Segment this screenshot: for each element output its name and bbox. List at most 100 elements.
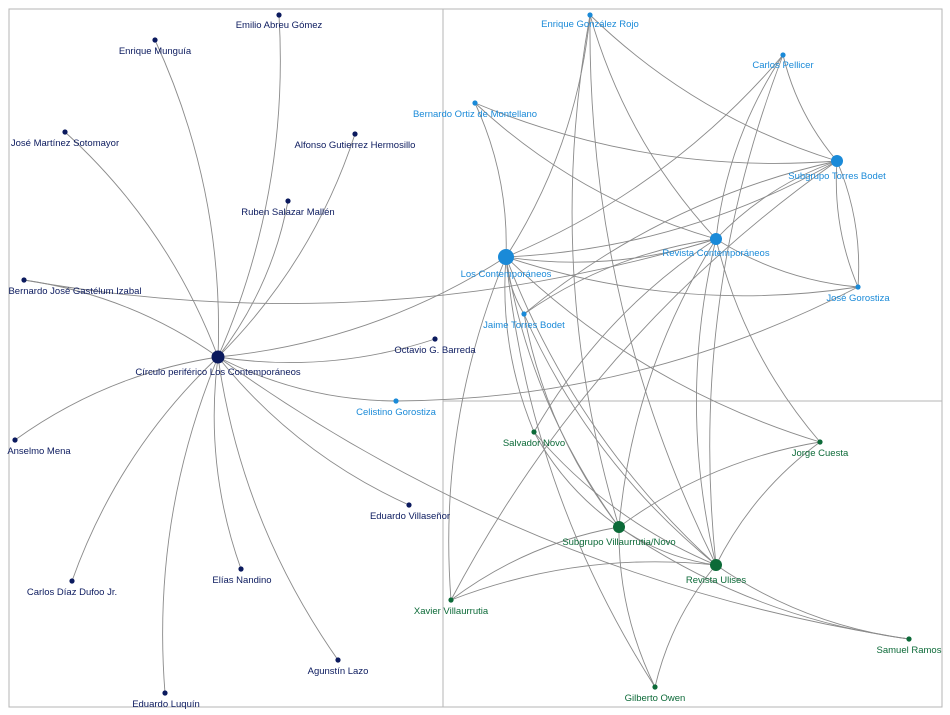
edge-circulo-ramos: [217, 356, 910, 640]
edge-revistacontemp-villaurrutianovo: [618, 238, 717, 528]
node-dot-sotomayor[interactable]: [62, 129, 68, 135]
node-dot-hermosillo[interactable]: [352, 131, 358, 137]
node-gorostiza[interactable]: José Gorostiza: [826, 284, 890, 304]
node-luquin[interactable]: Eduardo Luquín: [132, 690, 200, 710]
node-dufoo[interactable]: Carlos Díaz Dufoo Jr.: [27, 578, 117, 598]
node-xavier[interactable]: Xavier Villaurrutia: [414, 597, 489, 617]
node-ramos[interactable]: Samuel Ramos: [877, 636, 942, 656]
node-dot-cuesta[interactable]: [817, 439, 823, 445]
node-label-ramos: Samuel Ramos: [877, 645, 942, 656]
node-dot-gorostiza[interactable]: [855, 284, 861, 290]
node-label-luquin: Eduardo Luquín: [132, 699, 200, 710]
node-dot-dufoo[interactable]: [69, 578, 75, 584]
node-dot-novo[interactable]: [531, 429, 537, 435]
node-label-nandino: Elías Nandino: [212, 575, 271, 586]
node-celestino[interactable]: Celistino Gorostiza: [356, 398, 437, 418]
edge-celestino-gorostiza: [395, 286, 859, 402]
node-dot-owen[interactable]: [652, 684, 658, 690]
node-dot-nandino[interactable]: [238, 566, 244, 572]
node-torresbodetsub[interactable]: Subgrupo Torres Bodet: [788, 155, 886, 182]
node-dot-rojo[interactable]: [587, 12, 593, 18]
node-montellano[interactable]: Bernardo Ortiz de Montellano: [413, 100, 537, 120]
edge-montellano-torresbodetsub: [474, 102, 838, 164]
node-dot-pellicer[interactable]: [780, 52, 786, 58]
node-mena[interactable]: Anselmo Mena: [7, 437, 71, 457]
node-izabal[interactable]: Bernardo José Gastélum Izabal: [8, 277, 142, 297]
node-loscontemp[interactable]: Los Contemporáneos: [461, 249, 552, 280]
node-dot-ulises[interactable]: [710, 559, 722, 571]
node-ulises[interactable]: Revista Ulises: [686, 559, 746, 586]
edge-torresbodetsub-xavier: [450, 160, 838, 601]
edge-revistacontemp-ulises: [696, 238, 717, 566]
edge-izabal-revistacontemp: [23, 238, 717, 304]
edge-torresbodetsub-jaimetb: [523, 160, 838, 315]
node-dot-izabal[interactable]: [21, 277, 27, 283]
node-emilio[interactable]: Emilio Abreu Gómez: [236, 12, 323, 31]
node-label-jaimetb: Jaime Torres Bodet: [483, 320, 565, 331]
node-circulo[interactable]: Círculo periférico Los Contemporáneos: [135, 350, 301, 379]
edge-revistacontemp-gorostiza: [715, 238, 859, 288]
node-dot-montellano[interactable]: [472, 100, 478, 106]
node-pellicer[interactable]: Carlos Pellicer: [752, 52, 814, 71]
node-label-rojo: Enrique González Rojo: [541, 19, 639, 30]
node-cuesta[interactable]: Jorge Cuesta: [792, 439, 849, 459]
node-label-pellicer: Carlos Pellicer: [752, 60, 813, 71]
node-label-lazo: Agunstín Lazo: [308, 666, 369, 677]
node-revistacontemp[interactable]: Revista Contemporáneos: [662, 233, 770, 259]
edges-layer: [14, 14, 910, 694]
node-owen[interactable]: Gilberto Owen: [625, 684, 686, 704]
node-dot-villaurrutianovo[interactable]: [613, 521, 625, 533]
edge-loscontemp-cuesta: [505, 256, 821, 443]
node-dot-mena[interactable]: [12, 437, 18, 443]
node-novo[interactable]: Salvador Novo: [503, 429, 565, 449]
node-dot-barreda[interactable]: [432, 336, 438, 342]
node-dot-munguia[interactable]: [152, 37, 158, 43]
edge-circulo-celestino: [217, 356, 397, 402]
node-dot-lazo[interactable]: [335, 657, 341, 663]
node-dot-mallen[interactable]: [285, 198, 291, 204]
node-dot-jaimetb[interactable]: [521, 311, 527, 317]
node-nandino[interactable]: Elías Nandino: [212, 566, 272, 586]
node-barreda[interactable]: Octavio G. Barreda: [394, 336, 476, 356]
diagram-frame: [8, 8, 943, 708]
node-dot-circulo[interactable]: [211, 350, 225, 364]
node-villaurrutianovo[interactable]: Subgrupo Villaurrutia/Novo: [562, 521, 676, 548]
edge-montellano-revistacontemp: [474, 102, 717, 240]
node-dot-torresbodetsub[interactable]: [831, 155, 843, 167]
node-dot-emilio[interactable]: [276, 12, 282, 18]
node-label-mena: Anselmo Mena: [7, 446, 71, 457]
edge-ulises-owen: [654, 564, 717, 688]
node-lazo[interactable]: Agunstín Lazo: [308, 657, 369, 677]
node-label-villasenor: Eduardo Villaseñor: [370, 511, 450, 522]
edge-circulo-luquin: [162, 356, 219, 694]
node-dot-loscontemp[interactable]: [498, 249, 514, 265]
edge-cuesta-ulises: [715, 441, 821, 566]
node-munguia[interactable]: Enrique Munguía: [119, 37, 192, 57]
node-label-circulo: Círculo periférico Los Contemporáneos: [135, 367, 301, 378]
node-hermosillo[interactable]: Alfonso Gutierrez Hermosillo: [295, 131, 416, 151]
node-dot-celestino[interactable]: [393, 398, 399, 404]
edge-circulo-mallen: [217, 200, 289, 358]
node-jaimetb[interactable]: Jaime Torres Bodet: [483, 311, 565, 331]
edge-villaurrutianovo-xavier: [450, 526, 620, 601]
edge-circulo-hermosillo: [217, 133, 356, 358]
node-label-loscontemp: Los Contemporáneos: [461, 269, 552, 280]
node-label-revistacontemp: Revista Contemporáneos: [662, 248, 769, 259]
edge-loscontemp-xavier: [448, 256, 507, 601]
node-rojo[interactable]: Enrique González Rojo: [541, 12, 639, 30]
edge-circulo-lazo: [217, 356, 339, 661]
node-dot-ramos[interactable]: [906, 636, 912, 642]
node-mallen[interactable]: Ruben Salazar Mallén: [241, 198, 335, 218]
node-dot-luquin[interactable]: [162, 690, 168, 696]
node-villasenor[interactable]: Eduardo Villaseñor: [370, 502, 450, 522]
node-label-gorostiza: José Gorostiza: [826, 293, 890, 304]
node-dot-villasenor[interactable]: [406, 502, 412, 508]
edge-ulises-xavier: [450, 561, 717, 601]
node-label-emilio: Emilio Abreu Gómez: [236, 20, 323, 31]
node-label-barreda: Octavio G. Barreda: [394, 345, 476, 356]
node-sotomayor[interactable]: José Martínez Sotomayor: [11, 129, 119, 149]
edge-revistacontemp-jaimetb: [523, 238, 717, 315]
node-dot-xavier[interactable]: [448, 597, 454, 603]
node-dot-revistacontemp[interactable]: [710, 233, 722, 245]
